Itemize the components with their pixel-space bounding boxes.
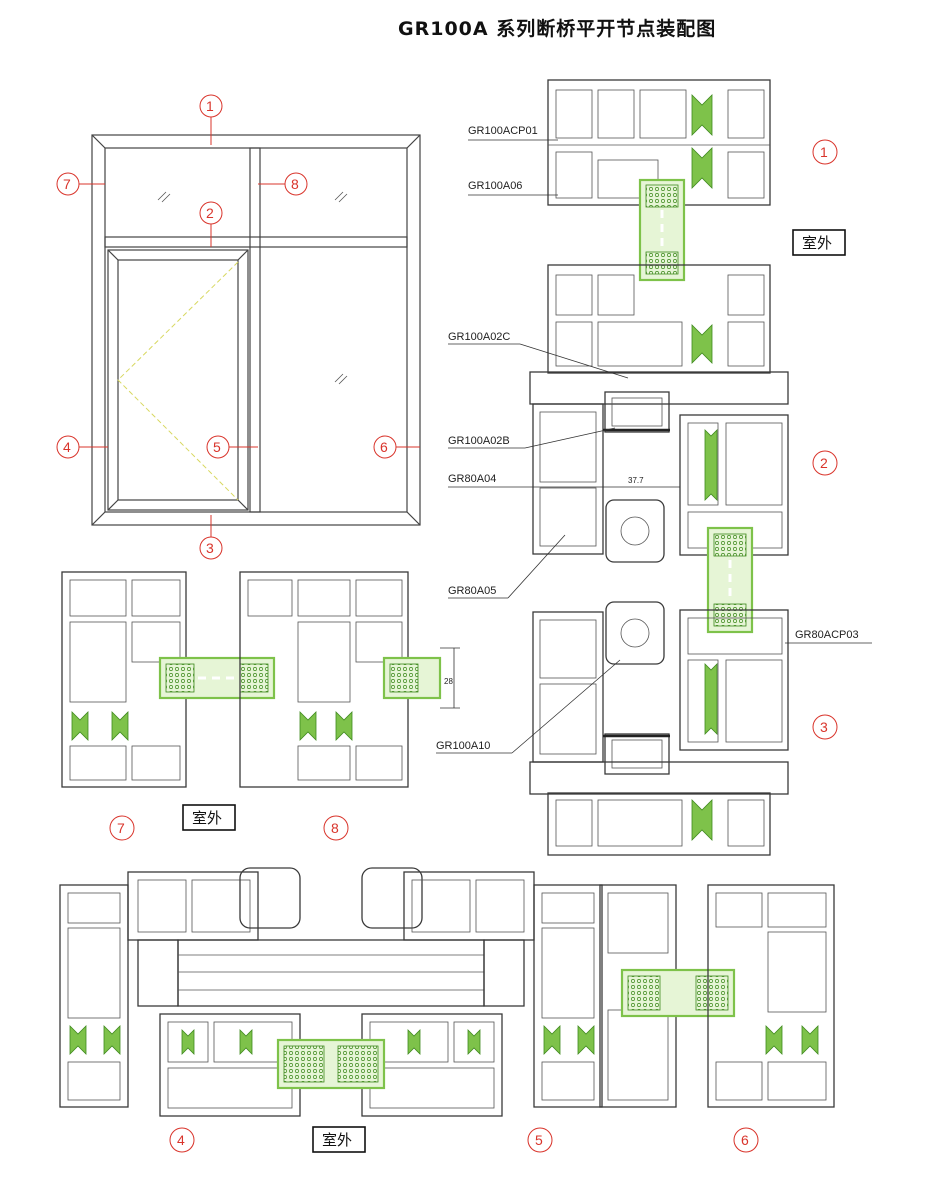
outdoor-badge-left: 室外: [182, 804, 236, 831]
page-title: GR100A 系列断桥平开节点装配图: [398, 17, 716, 40]
svg-text:3: 3: [820, 719, 828, 735]
leader-p8b: [511, 659, 621, 754]
node-marker-7: 7: [56, 172, 105, 196]
section-node-1: [547, 79, 771, 282]
node-marker-8: 8: [258, 172, 308, 196]
node-marker-6: 6: [373, 435, 420, 459]
svg-text:1: 1: [206, 98, 214, 114]
part-label-p1: GR100ACP01: [468, 125, 538, 137]
section-node-5: [276, 867, 603, 1117]
outdoor-badge-bottom: 室外: [312, 1126, 366, 1153]
section-node-7: [61, 571, 276, 788]
section-node-8: 28: [239, 571, 460, 788]
svg-text:5: 5: [213, 439, 221, 455]
svg-text:6: 6: [741, 1132, 749, 1148]
part-label-p4: GR100A02B: [448, 435, 510, 447]
svg-text:室外: 室外: [802, 234, 832, 252]
leader-p4b: [524, 427, 616, 449]
section-number-5: 5: [527, 1127, 553, 1153]
dim-glass: 28: [444, 677, 453, 686]
svg-text:6: 6: [380, 439, 388, 455]
section-number-1: 1: [812, 139, 838, 165]
section-node-3: [529, 601, 789, 856]
outdoor-badge-top: 室外: [792, 229, 846, 256]
part-label-p5: GR80A04: [448, 473, 496, 485]
svg-text:7: 7: [63, 176, 71, 192]
section-node-4: [59, 867, 485, 1117]
section-node-6: [599, 884, 835, 1108]
section-number-3: 3: [812, 714, 838, 740]
part-label-p8: GR100A10: [436, 740, 490, 752]
svg-text:室外: 室外: [322, 1131, 352, 1149]
section-number-4: 4: [169, 1127, 195, 1153]
svg-text:4: 4: [177, 1132, 185, 1148]
part-label-p2: GR100A06: [468, 180, 522, 192]
part-label-p6: GR80A05: [448, 585, 496, 597]
node-marker-3: 3: [199, 515, 223, 560]
part-label-p3: GR100A02C: [448, 331, 510, 343]
section-number-8: 8: [323, 815, 349, 841]
section-number-2: 2: [812, 450, 838, 476]
part-label-p7: GR80ACP03: [795, 629, 859, 641]
svg-text:2: 2: [820, 455, 828, 471]
dim-gap: 37.7: [628, 476, 644, 485]
svg-text:4: 4: [63, 439, 71, 455]
section-number-7: 7: [109, 815, 135, 841]
svg-text:2: 2: [206, 205, 214, 221]
svg-text:3: 3: [206, 540, 214, 556]
node-marker-1: 1: [199, 94, 223, 145]
node-marker-4: 4: [56, 435, 108, 459]
svg-text:8: 8: [331, 820, 339, 836]
node-marker-5: 5: [206, 435, 258, 459]
section-number-6: 6: [733, 1127, 759, 1153]
leader-p3b: [519, 343, 629, 379]
section-node-2: 37.7: [529, 264, 789, 634]
node-marker-2: 2: [199, 201, 223, 247]
window-elevation: [91, 134, 421, 526]
svg-text:8: 8: [291, 176, 299, 192]
svg-text:1: 1: [820, 144, 828, 160]
svg-text:7: 7: [117, 820, 125, 836]
leader-p6b: [507, 534, 566, 599]
svg-text:室外: 室外: [192, 809, 222, 827]
svg-text:5: 5: [535, 1132, 543, 1148]
